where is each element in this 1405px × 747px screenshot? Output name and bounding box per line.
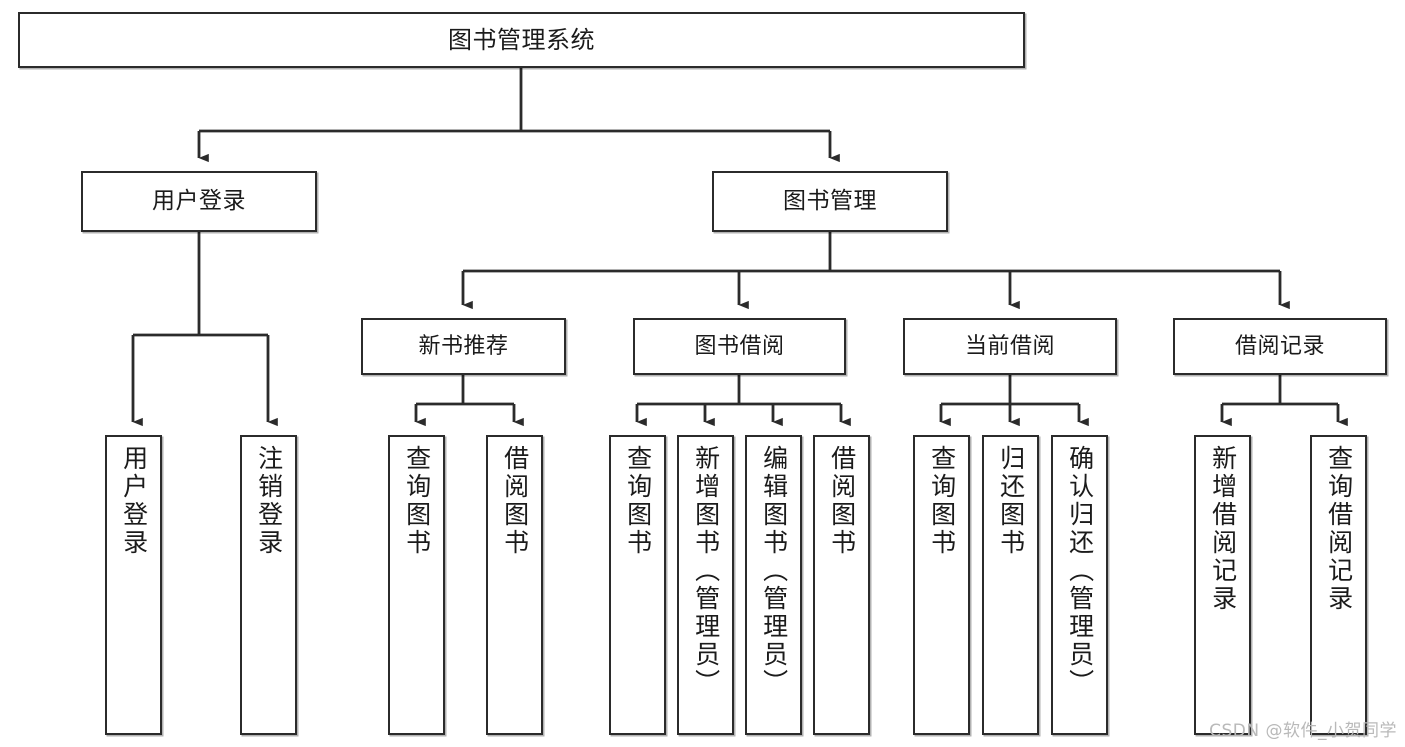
- leaf-borrow-edit-book-admin[interactable]: 编辑图书（管理员）: [745, 435, 802, 735]
- node-root-book-management-system[interactable]: 图书管理系统: [18, 12, 1025, 68]
- node-label: 用户登录: [119, 445, 149, 557]
- node-current-borrow[interactable]: 当前借阅: [903, 318, 1117, 375]
- node-label: 确认归还（管理员）: [1065, 445, 1095, 697]
- node-label: 查询图书: [623, 445, 653, 557]
- node-book-borrow[interactable]: 图书借阅: [633, 318, 846, 375]
- leaf-borrow-add-book-admin[interactable]: 新增图书（管理员）: [677, 435, 734, 735]
- leaf-record-query-borrow-record[interactable]: 查询借阅记录: [1310, 435, 1367, 735]
- node-label: 借阅图书: [500, 445, 530, 557]
- node-label: 用户登录: [152, 187, 246, 214]
- node-label: 查询借阅记录: [1324, 445, 1354, 613]
- node-label: 图书管理: [783, 187, 877, 214]
- node-borrow-record[interactable]: 借阅记录: [1173, 318, 1387, 375]
- leaf-user-login-do-login[interactable]: 用户登录: [105, 435, 162, 735]
- leaf-new-book-query-book[interactable]: 查询图书: [388, 435, 445, 735]
- node-label: 新书推荐: [418, 333, 509, 359]
- leaf-user-login-logout[interactable]: 注销登录: [240, 435, 297, 735]
- node-label: 新增图书（管理员）: [691, 445, 721, 697]
- leaf-current-return-book[interactable]: 归还图书: [982, 435, 1039, 735]
- node-new-book-recommend[interactable]: 新书推荐: [361, 318, 566, 375]
- node-label: 图书借阅: [694, 333, 785, 359]
- leaf-current-query-book[interactable]: 查询图书: [913, 435, 970, 735]
- node-label: 查询图书: [402, 445, 432, 557]
- node-user-login[interactable]: 用户登录: [81, 171, 317, 232]
- leaf-record-add-borrow-record[interactable]: 新增借阅记录: [1194, 435, 1251, 735]
- watermark-text: CSDN @软件_小贺同学: [1209, 721, 1397, 741]
- node-label: 新增借阅记录: [1208, 445, 1238, 613]
- leaf-borrow-borrow-book[interactable]: 借阅图书: [813, 435, 870, 735]
- node-label: 查询图书: [927, 445, 957, 557]
- node-label: 借阅图书: [827, 445, 857, 557]
- node-label: 注销登录: [254, 445, 284, 557]
- leaf-borrow-query-book[interactable]: 查询图书: [609, 435, 666, 735]
- node-label: 图书管理系统: [448, 25, 595, 54]
- node-label: 归还图书: [996, 445, 1026, 557]
- leaf-current-confirm-return-admin[interactable]: 确认归还（管理员）: [1051, 435, 1108, 735]
- node-label: 借阅记录: [1234, 333, 1325, 359]
- node-book-management[interactable]: 图书管理: [712, 171, 948, 232]
- leaf-new-book-borrow-book[interactable]: 借阅图书: [486, 435, 543, 735]
- node-label: 当前借阅: [964, 333, 1055, 359]
- node-label: 编辑图书（管理员）: [759, 445, 789, 697]
